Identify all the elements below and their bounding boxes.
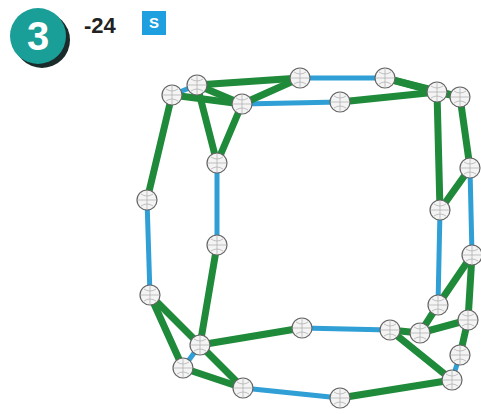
ball-joint <box>292 318 312 338</box>
ball-joint <box>450 87 470 107</box>
ball-joint <box>330 388 350 408</box>
blue-stick <box>215 163 220 245</box>
blue-stick <box>242 102 340 104</box>
ball-joint <box>233 378 253 398</box>
score-value: -24 <box>84 13 116 39</box>
green-stick <box>197 85 217 163</box>
green-stick <box>200 245 217 345</box>
ball-joint <box>460 158 480 178</box>
ball-joint <box>162 85 182 105</box>
ball-joint <box>375 68 395 88</box>
ball-joint <box>430 200 450 220</box>
green-stick <box>340 380 452 398</box>
ball-joint <box>462 245 481 265</box>
ball-joint <box>427 82 447 102</box>
ball-joint <box>137 190 157 210</box>
ball-joint <box>187 75 207 95</box>
green-stick <box>437 92 440 210</box>
step-number: 3 <box>10 8 66 64</box>
green-stick <box>460 97 470 168</box>
ball-joint <box>140 285 160 305</box>
ball-joint <box>410 323 430 343</box>
ball-joint <box>442 370 462 390</box>
ball-joint <box>207 235 227 255</box>
ball-joint <box>380 320 400 340</box>
blue-stick <box>300 76 385 81</box>
ball-joint <box>190 335 210 355</box>
green-stick <box>340 92 437 102</box>
level-tag: S <box>142 11 166 35</box>
green-stick <box>147 95 172 200</box>
blue-stick <box>243 388 340 398</box>
ball-joint <box>207 153 227 173</box>
ball-joint <box>450 345 470 365</box>
ball-joint <box>290 68 310 88</box>
blue-stick <box>147 200 150 295</box>
ball-joint <box>330 92 350 112</box>
blue-stick <box>302 328 390 330</box>
ball-joint <box>232 94 252 114</box>
green-stick <box>200 328 302 345</box>
blue-stick <box>438 210 440 305</box>
ball-joint <box>458 310 478 330</box>
ball-joint <box>428 295 448 315</box>
ball-joint <box>173 358 193 378</box>
blue-stick <box>470 168 472 255</box>
green-stick <box>150 295 183 368</box>
